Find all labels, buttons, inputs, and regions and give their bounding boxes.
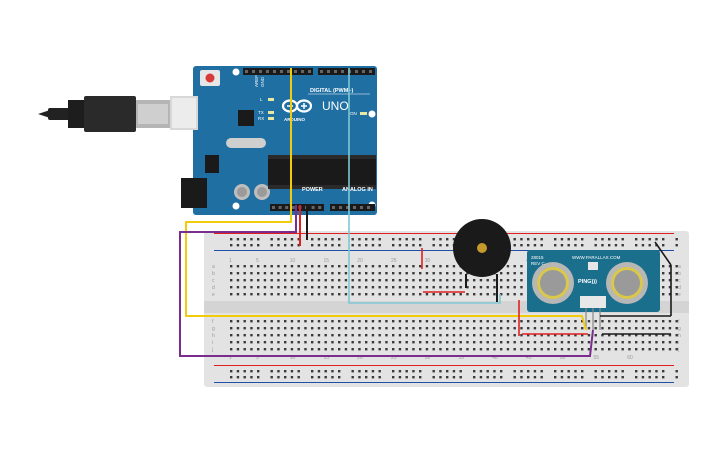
row-letter: i bbox=[678, 340, 679, 346]
brand-label: ARDUINO bbox=[284, 117, 305, 122]
column-number: 1 bbox=[229, 258, 232, 264]
column-number: 20 bbox=[357, 258, 363, 264]
svg-text:AREF: AREF bbox=[254, 75, 259, 87]
column-number: 25 bbox=[391, 355, 397, 361]
row-letter: b bbox=[678, 271, 681, 277]
column-number: 60 bbox=[627, 355, 633, 361]
row-letter: f bbox=[678, 319, 680, 325]
rx-led bbox=[268, 117, 274, 120]
crystal bbox=[226, 138, 266, 148]
usb-chip bbox=[238, 110, 254, 126]
column-number: 30 bbox=[425, 258, 431, 264]
wire-black-gnd-rail[interactable] bbox=[600, 241, 672, 335]
analog-label: ANALOG IN bbox=[342, 187, 373, 193]
column-number: 40 bbox=[492, 355, 498, 361]
dc-power-jack bbox=[181, 178, 207, 208]
sensor-pin-labels bbox=[580, 296, 606, 308]
l-led bbox=[268, 98, 274, 101]
column-number: 25 bbox=[391, 258, 397, 264]
column-number: 50 bbox=[560, 355, 566, 361]
row-letter: b bbox=[212, 271, 215, 277]
column-number: 1 bbox=[229, 355, 232, 361]
on-led bbox=[360, 112, 367, 115]
wire-purple[interactable] bbox=[179, 205, 594, 357]
row-letter: g bbox=[678, 326, 681, 332]
row-letter: j bbox=[677, 347, 679, 353]
column-number: 5 bbox=[256, 258, 259, 264]
piezo-buzzer[interactable] bbox=[453, 219, 511, 302]
uno-label: UNO bbox=[322, 99, 349, 113]
row-letter: d bbox=[212, 285, 215, 291]
revision: REV C bbox=[531, 261, 546, 266]
on-label: ON bbox=[350, 111, 357, 116]
row-letter: g bbox=[212, 326, 215, 332]
row-letter: c bbox=[678, 278, 681, 284]
ultrasonic-ping-sensor[interactable]: PING))) WWW.PARALLAX.COM 28015 REV C bbox=[527, 250, 660, 330]
column-number: 55 bbox=[594, 355, 600, 361]
tx-led bbox=[268, 111, 274, 114]
ping-label: PING))) bbox=[578, 279, 597, 285]
column-number: 35 bbox=[459, 355, 465, 361]
atmega-chip bbox=[268, 157, 376, 187]
row-letter: e bbox=[212, 292, 215, 298]
column-number: 10 bbox=[290, 355, 296, 361]
row-letter: h bbox=[678, 333, 681, 339]
row-letter: f bbox=[212, 319, 214, 325]
svg-text:GND: GND bbox=[260, 76, 265, 87]
column-number: 45 bbox=[526, 355, 532, 361]
column-number: 30 bbox=[425, 355, 431, 361]
wire-cyan[interactable] bbox=[348, 68, 501, 304]
l-label: L bbox=[260, 97, 263, 102]
row-letter: i bbox=[212, 340, 213, 346]
rx-label: RX bbox=[258, 116, 264, 121]
power-label: POWER bbox=[302, 187, 323, 193]
digital-header-right bbox=[318, 68, 375, 75]
row-letter: d bbox=[678, 285, 681, 291]
row-letter: h bbox=[212, 333, 215, 339]
column-number: 20 bbox=[357, 355, 363, 361]
column-number: 10 bbox=[290, 258, 296, 264]
wire-yellow[interactable] bbox=[185, 68, 587, 331]
row-letter: j bbox=[211, 347, 213, 353]
arduino-uno-board[interactable]: AREF GND DIGITAL (PWM~) UNO ARDUINO L TX… bbox=[170, 66, 377, 215]
row-letter: a bbox=[212, 264, 215, 270]
column-number: 15 bbox=[324, 355, 330, 361]
row-letter: c bbox=[212, 278, 215, 284]
digital-label: DIGITAL (PWM~) bbox=[310, 88, 354, 94]
column-number: 5 bbox=[256, 355, 259, 361]
parallax-url: WWW.PARALLAX.COM bbox=[572, 255, 621, 260]
digital-header-left bbox=[243, 68, 313, 75]
analog-header bbox=[330, 204, 375, 211]
column-number: 15 bbox=[324, 258, 330, 264]
voltage-regulator bbox=[205, 155, 219, 173]
usb-cable bbox=[38, 96, 170, 132]
wire-red-jumper[interactable] bbox=[421, 248, 588, 336]
row-letter: e bbox=[678, 292, 681, 298]
row-letter: a bbox=[678, 264, 681, 270]
sensor-led bbox=[588, 262, 598, 270]
part-number: 28015 bbox=[531, 255, 544, 260]
tx-label: TX bbox=[258, 110, 264, 115]
